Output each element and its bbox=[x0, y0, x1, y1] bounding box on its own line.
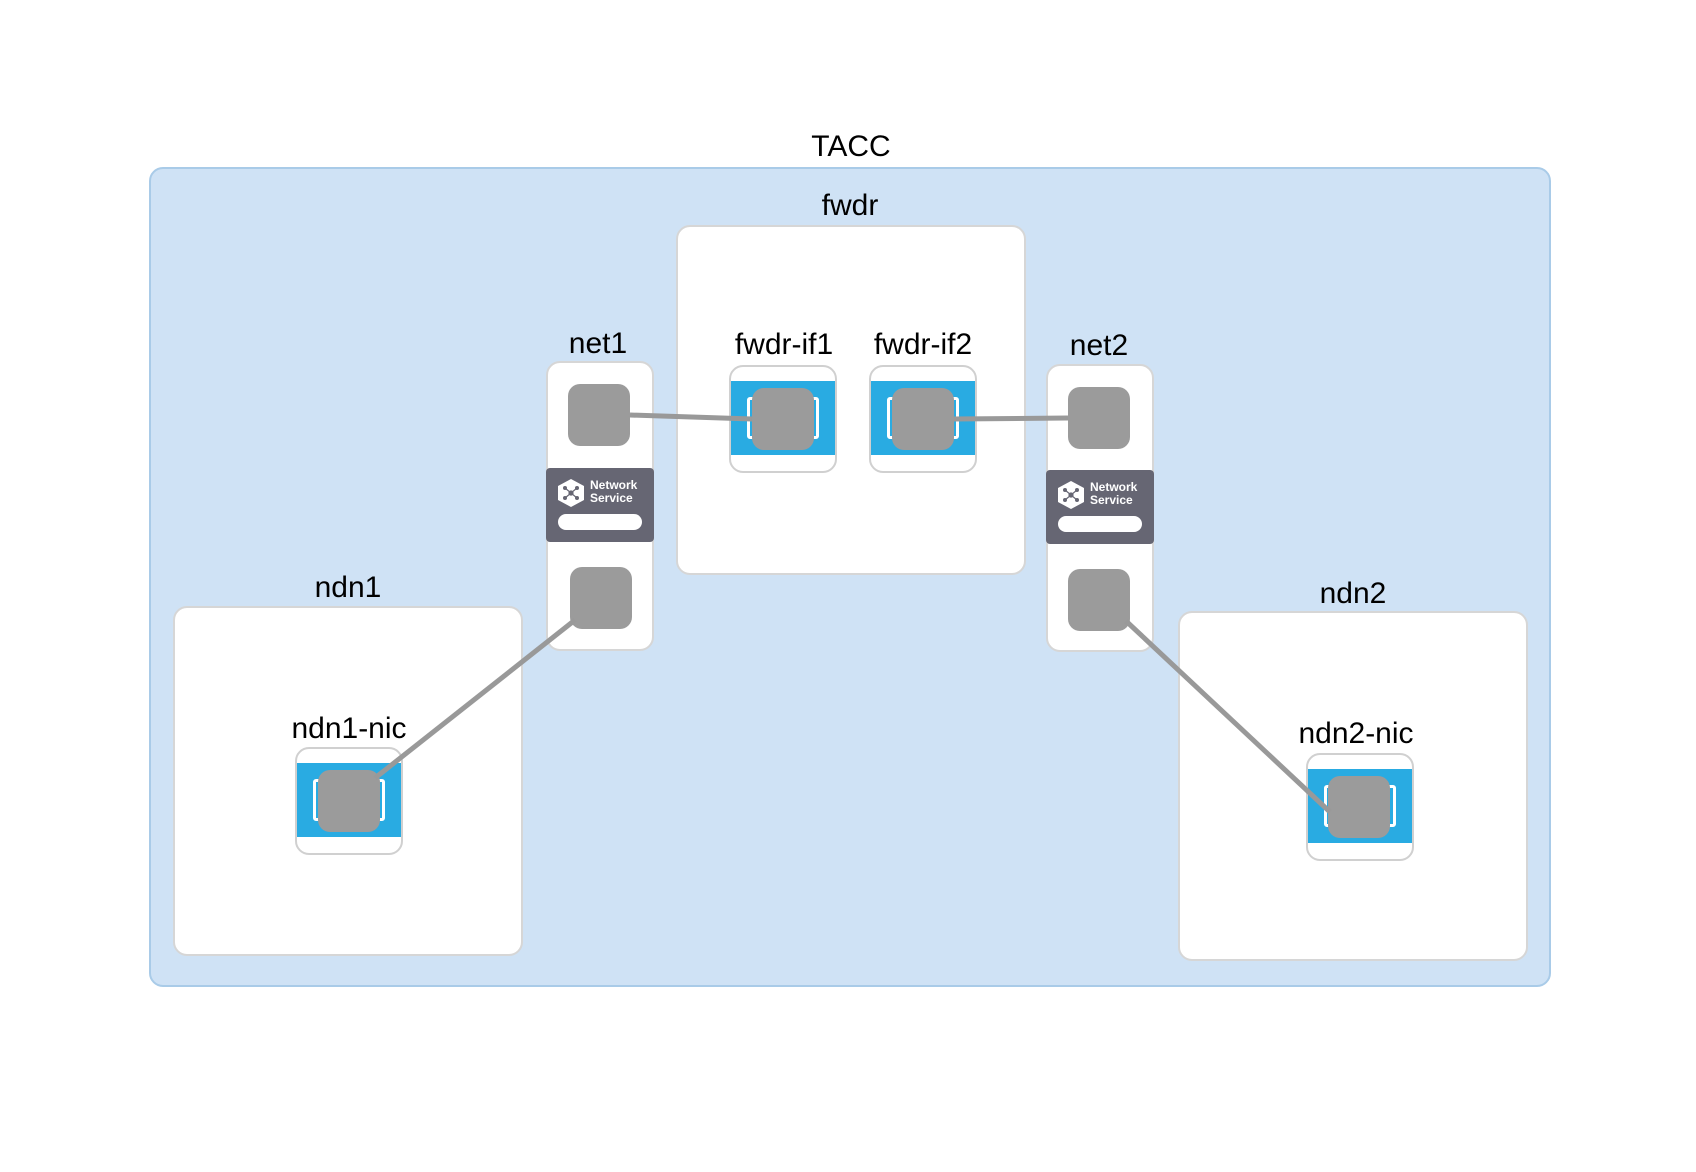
network-label-net1: net1 bbox=[568, 327, 628, 360]
fwdr-if2-port[interactable] bbox=[892, 388, 954, 450]
link-net1-ndn1-nic[interactable] bbox=[373, 618, 577, 780]
ndn2-nic-port[interactable] bbox=[1328, 776, 1390, 838]
net2-badge-text: Network Service bbox=[1090, 480, 1138, 507]
node-label-ndn2: ndn2 bbox=[1319, 577, 1387, 610]
interface-label-ndn1-nic: ndn1-nic bbox=[291, 712, 407, 745]
network-service-icon bbox=[558, 479, 584, 507]
interface-label-fwdr-if2: fwdr-if2 bbox=[873, 328, 973, 361]
interface-label-fwdr-if1: fwdr-if1 bbox=[734, 328, 834, 361]
network-service-icon bbox=[1058, 481, 1084, 509]
fwdr-if1-port[interactable] bbox=[752, 388, 814, 450]
net2-port-bottom[interactable] bbox=[1068, 569, 1130, 631]
site-label: TACC bbox=[811, 130, 891, 163]
net1-port-bottom[interactable] bbox=[570, 567, 632, 629]
net1-badge-text: Network Service bbox=[590, 478, 638, 505]
net1-port-top[interactable] bbox=[568, 384, 630, 446]
net1-badge-bar bbox=[558, 514, 642, 530]
node-label-ndn1: ndn1 bbox=[314, 571, 382, 604]
net2-badge-bar bbox=[1058, 516, 1142, 532]
node-label-fwdr: fwdr bbox=[821, 189, 879, 222]
link-net2-ndn2-nic[interactable] bbox=[1124, 619, 1332, 814]
net1-network-service-badge: Network Service bbox=[546, 468, 654, 542]
link-net2-fwdr-if2[interactable] bbox=[953, 415, 1069, 422]
link-net1-fwdr-if1[interactable] bbox=[629, 412, 753, 422]
net2-network-service-badge: Network Service bbox=[1046, 470, 1154, 544]
net2-port-top[interactable] bbox=[1068, 387, 1130, 449]
interface-label-ndn2-nic: ndn2-nic bbox=[1298, 717, 1414, 750]
network-label-net2: net2 bbox=[1069, 329, 1129, 362]
ndn1-nic-port[interactable] bbox=[318, 770, 380, 832]
